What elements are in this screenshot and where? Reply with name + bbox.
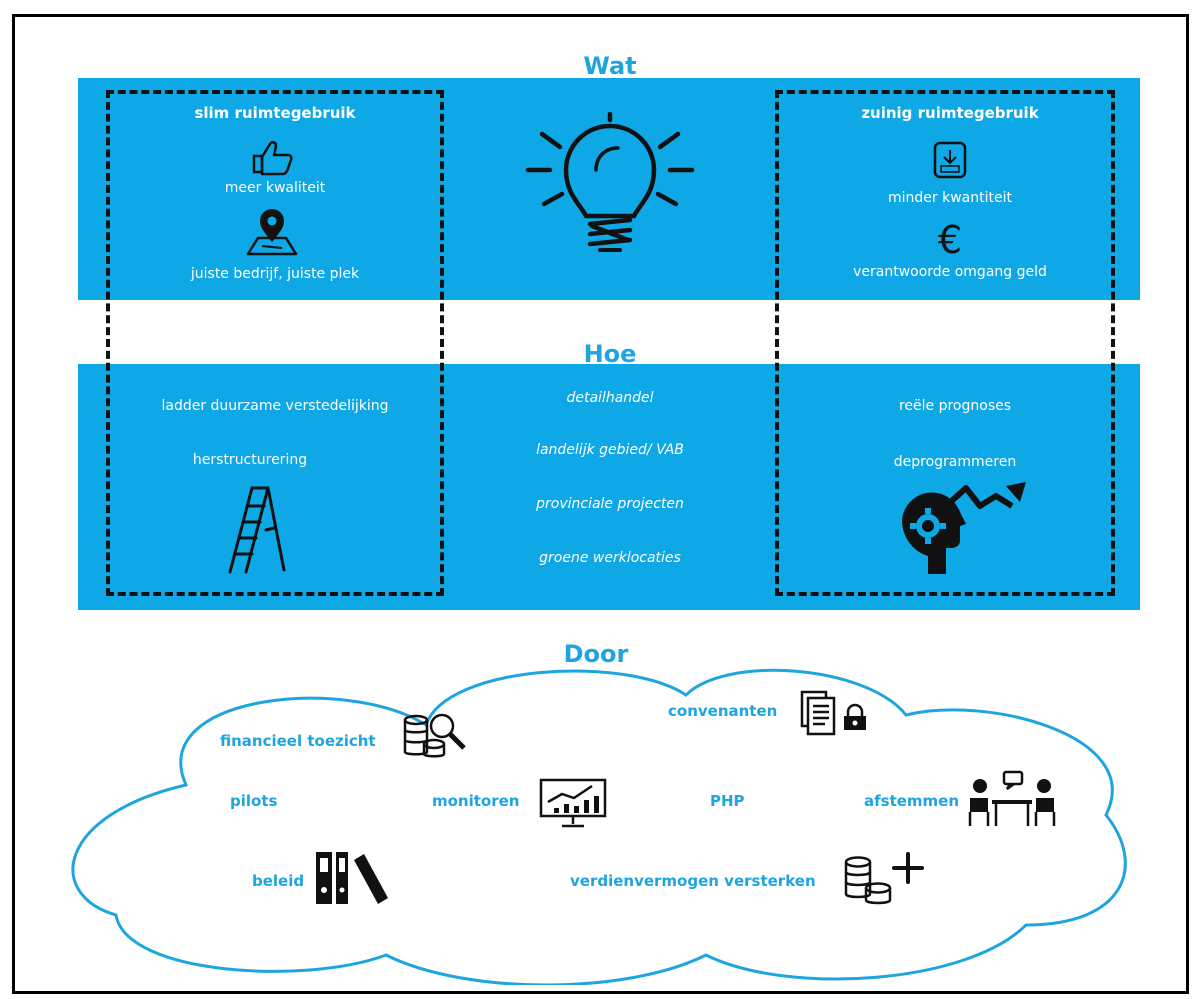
hoe-center-item4: groene werklocaties — [539, 550, 681, 566]
binders-icon — [312, 850, 392, 906]
ladder-icon — [222, 484, 292, 576]
thumbs-up-icon — [250, 140, 296, 176]
hoe-right-item1: reële prognoses — [898, 398, 1012, 414]
section-title-hoe: Hoe — [583, 340, 637, 368]
wat-left-item1: meer kwaliteit — [224, 180, 326, 196]
wat-right-item1: minder kwantiteit — [888, 190, 1012, 206]
door-beleid: beleid — [252, 872, 305, 890]
cloud-shape — [66, 655, 1146, 985]
wat-left-title: slim ruimtegebruik — [194, 104, 356, 122]
left-dashed-group — [106, 90, 444, 596]
section-title-door: Door — [563, 640, 629, 668]
download-box-icon — [932, 140, 968, 180]
door-afstemmen: afstemmen — [864, 792, 960, 810]
map-pin-icon — [244, 208, 300, 258]
wat-right-title: zuinig ruimtegebruik — [861, 104, 1039, 122]
documents-lock-icon — [798, 688, 870, 738]
euro-icon: € — [937, 218, 963, 262]
hoe-left-item2: herstructurering — [192, 452, 308, 468]
hoe-right-item2: deprogrammeren — [893, 454, 1017, 470]
wat-right-item2: verantwoorde omgang geld — [853, 264, 1047, 280]
monitor-chart-icon — [538, 776, 608, 830]
door-pilots: pilots — [230, 792, 278, 810]
coins-plus-icon — [840, 848, 930, 908]
hoe-center-item3: provinciale projecten — [536, 496, 684, 512]
door-verdienvermogen: verdienvermogen versterken — [570, 872, 816, 890]
hoe-center-item2: landelijk gebied/ VAB — [536, 442, 684, 458]
right-dashed-group — [775, 90, 1115, 596]
door-convenanten: convenanten — [668, 702, 778, 720]
door-php: PHP — [710, 792, 745, 810]
wat-left-item2: juiste bedrijf, juiste plek — [190, 266, 360, 282]
lightbulb-icon — [520, 112, 700, 262]
head-gear-chart-icon — [888, 476, 1038, 576]
meeting-icon — [966, 770, 1058, 828]
section-title-wat: Wat — [583, 52, 637, 80]
door-monitoren: monitoren — [432, 792, 520, 810]
hoe-left-item1: ladder duurzame verstedelijking — [161, 398, 389, 414]
hoe-center-item1: detailhandel — [566, 390, 654, 406]
door-financieel-toezicht: financieel toezicht — [220, 732, 376, 750]
coins-magnifier-icon — [402, 708, 468, 762]
